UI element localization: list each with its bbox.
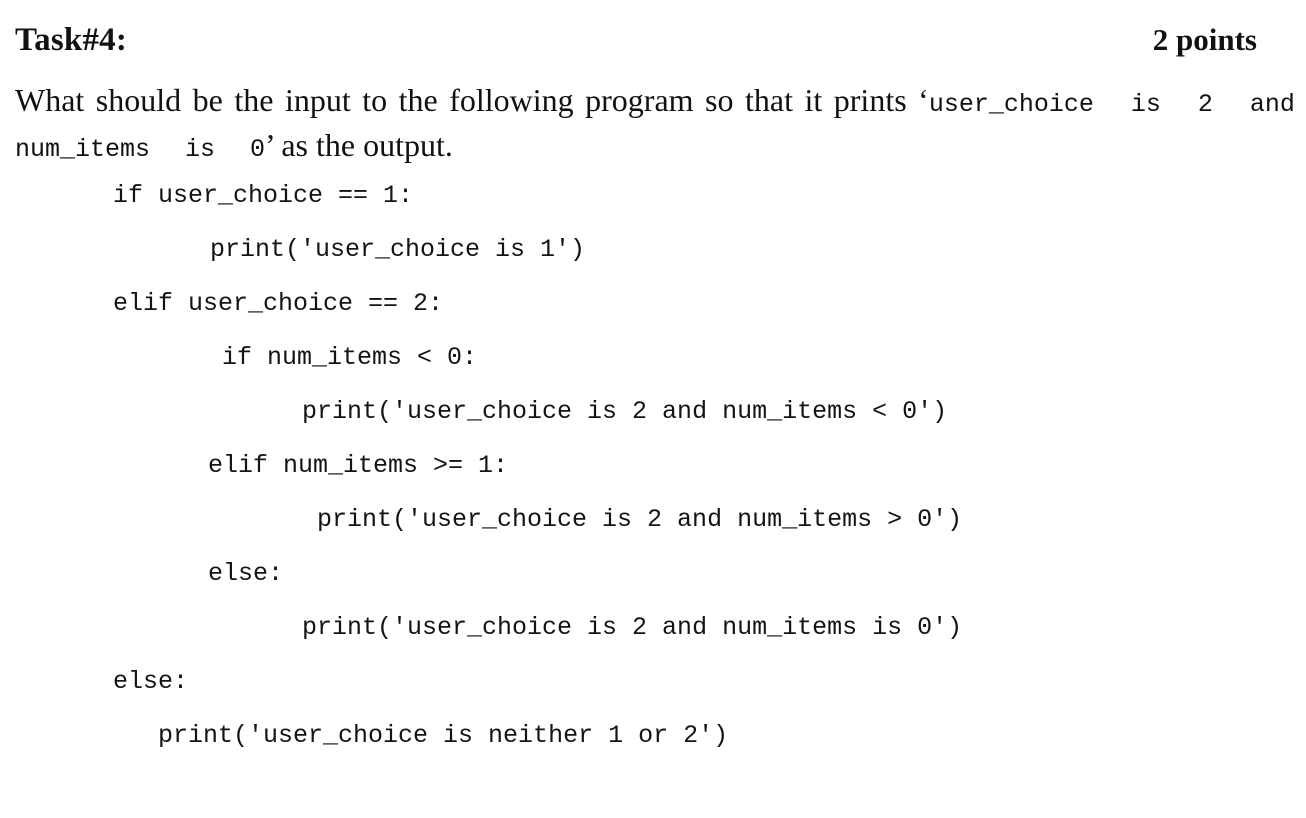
question-inline-code-1: user_choice is 2 and	[928, 90, 1295, 119]
code-line-5: print('user_choice is 2 and num_items < …	[302, 397, 948, 426]
question-inline-code-2: num_items is 0	[15, 135, 266, 164]
code-line-1: if user_choice == 1:	[113, 181, 414, 210]
code-line-3: elif user_choice == 2:	[113, 289, 444, 318]
code-line-8: else:	[208, 559, 284, 588]
code-line-4: if num_items < 0:	[222, 343, 478, 372]
code-line-10: else:	[113, 667, 189, 696]
question-paragraph: What should be the input to the followin…	[15, 80, 1295, 170]
close-quote: ’	[265, 127, 274, 163]
question-text-2: as the output.	[273, 127, 453, 163]
question-line-2: num_items is 0’ as the output.	[15, 125, 1270, 170]
open-quote: ‘	[918, 82, 929, 118]
code-line-11: print('user_choice is neither 1 or 2')	[158, 721, 729, 750]
task-title: Task#4:	[15, 22, 128, 58]
code-line-9: print('user_choice is 2 and num_items is…	[302, 613, 963, 642]
points-label: 2 points	[1152, 22, 1257, 57]
code-listing: if user_choice == 1: print('user_choice i…	[0, 169, 1306, 763]
question-line-1: What should be the input to the followin…	[15, 80, 1295, 125]
code-line-2: print('user_choice is 1')	[210, 235, 586, 264]
code-line-7: print('user_choice is 2 and num_items > …	[317, 505, 963, 534]
code-line-6: elif num_items >= 1:	[208, 451, 509, 480]
question-text-1: What should be the input to the followin…	[15, 82, 919, 118]
